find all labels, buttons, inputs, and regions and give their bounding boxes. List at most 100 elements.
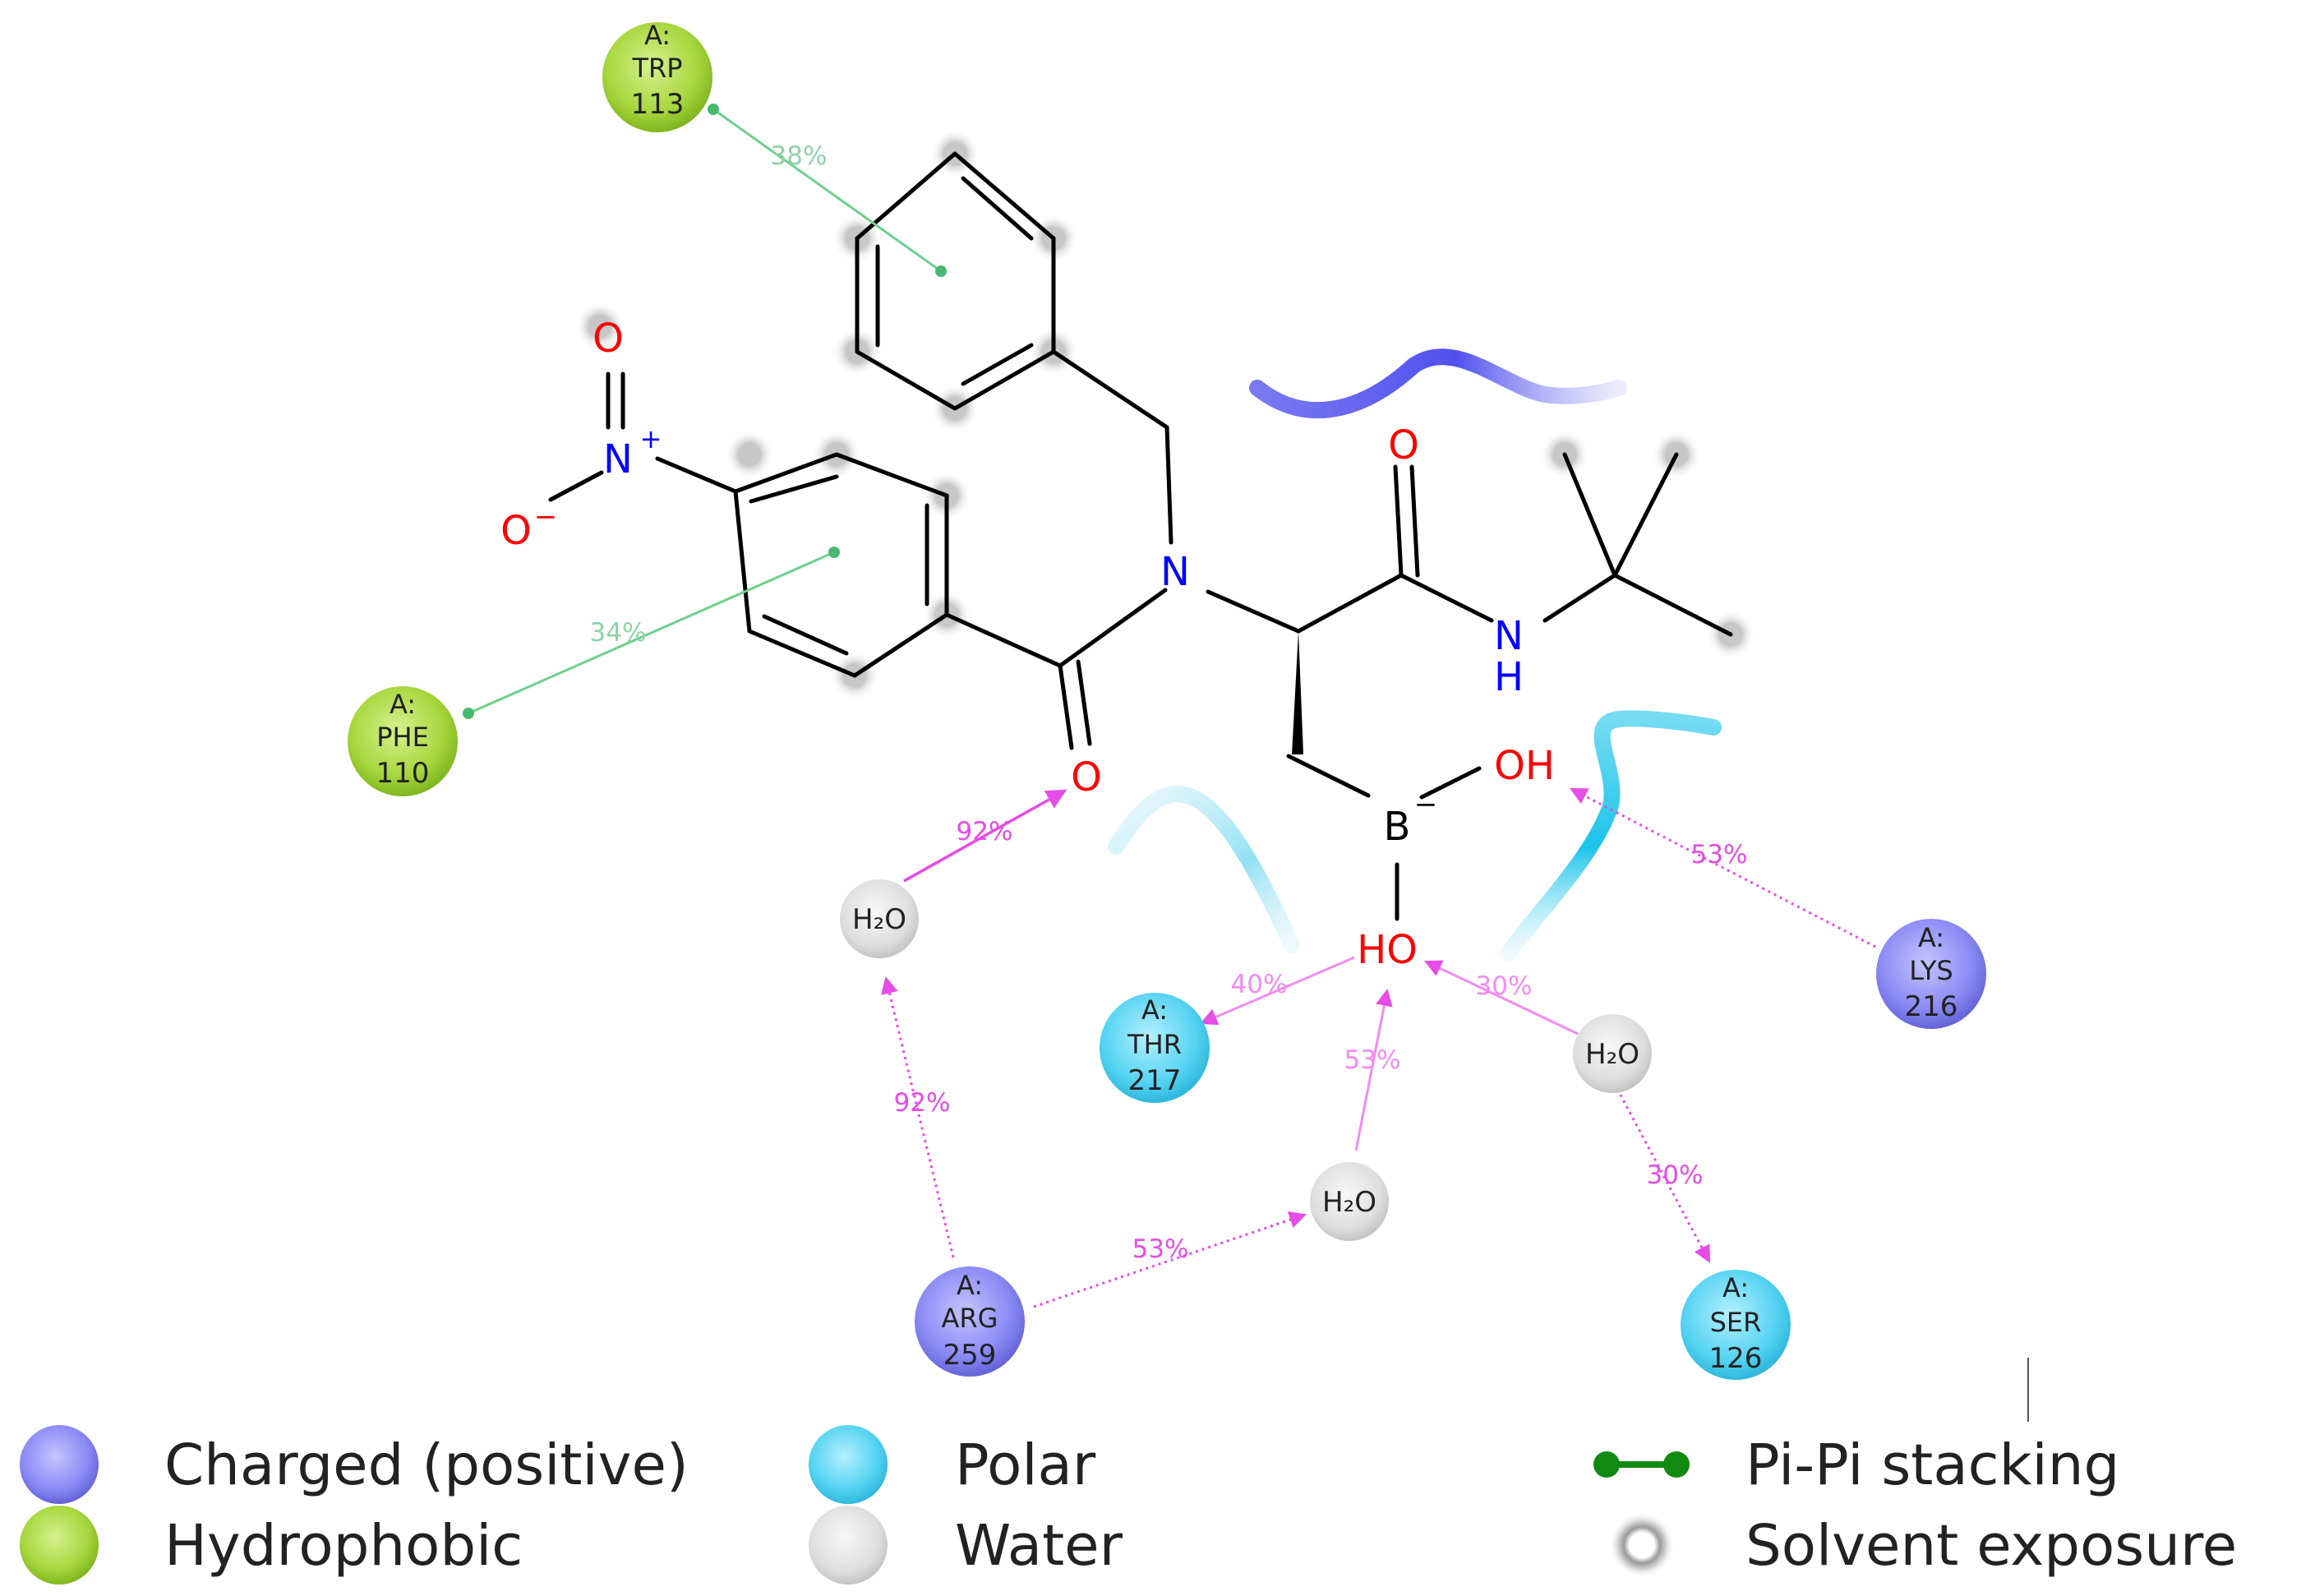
interaction-labels: 38% 34% 92% 92% 53% 53% 40% 30% 30% 53% bbox=[590, 141, 1748, 1264]
water-w2: H₂O bbox=[1310, 1162, 1389, 1241]
legend-item-water: Water bbox=[809, 1506, 1123, 1584]
legend-label: Hydrophobic bbox=[164, 1513, 523, 1579]
label-w3-ser126: 30% bbox=[1647, 1160, 1704, 1190]
label-lys216-OH: 53% bbox=[1691, 840, 1748, 869]
residue-arg259: A: ARG 259 bbox=[915, 1266, 1025, 1377]
legend-swatch-hydrophobic bbox=[20, 1506, 99, 1584]
hbond-arg259-w1 bbox=[881, 976, 955, 1258]
water-label: H₂O bbox=[1585, 1038, 1639, 1071]
atom-nitro-o-top: O bbox=[593, 316, 624, 362]
atom-amine-n: N bbox=[1160, 549, 1190, 595]
residue-number: 259 bbox=[943, 1339, 997, 1372]
hbond-arg259-w2 bbox=[1033, 1211, 1307, 1308]
hbond-lys216-OH bbox=[1570, 787, 1876, 948]
residue-number: 113 bbox=[631, 88, 685, 121]
legend-item-charged: Charged (positive) bbox=[20, 1425, 689, 1504]
water-w1: H₂O bbox=[840, 879, 919, 958]
legend-item-hydrophobic: Hydrophobic bbox=[20, 1506, 523, 1584]
atom-nitro-n-charge: + bbox=[640, 423, 662, 454]
residue-circle bbox=[602, 22, 712, 132]
hbond-w3-HO bbox=[1424, 960, 1579, 1036]
residue-name: SER bbox=[1710, 1307, 1762, 1338]
legend-item-polar: Polar bbox=[809, 1425, 1096, 1504]
water-circle bbox=[1573, 1014, 1652, 1093]
residue-chain: A: bbox=[1141, 994, 1168, 1026]
atom-nitro-o-charge: − bbox=[534, 500, 558, 533]
hbond-w2-HO bbox=[1354, 988, 1393, 1151]
water-circle bbox=[840, 879, 919, 958]
ligand-bonds bbox=[548, 151, 1733, 921]
residue-circle bbox=[348, 686, 458, 796]
legend-swatch-pipi-dot bbox=[1663, 1451, 1690, 1478]
legend-item-solvent: Solvent exposure bbox=[1609, 1512, 2237, 1579]
atom-amide-nh-h: H bbox=[1494, 654, 1524, 700]
atom-nitro-o-minus: O bbox=[500, 508, 532, 554]
atom-boron-oh-right: OH bbox=[1494, 743, 1555, 789]
residue-number: 126 bbox=[1709, 1342, 1763, 1375]
stereo-wedge-bond bbox=[1292, 631, 1303, 754]
residue-trp113: A: TRP 113 bbox=[602, 20, 712, 132]
interaction-lines bbox=[463, 104, 1876, 1308]
polar-pocket-ribbon-left bbox=[1108, 786, 1300, 953]
water-label: H₂O bbox=[1322, 1186, 1376, 1219]
solvent-halo bbox=[725, 430, 774, 479]
residue-chain: A: bbox=[1722, 1272, 1749, 1303]
label-w2-HO: 53% bbox=[1344, 1045, 1401, 1075]
label-HO-thr217: 40% bbox=[1231, 970, 1288, 999]
legend-item-pipi: Pi-Pi stacking bbox=[1593, 1432, 2119, 1498]
water-label: H₂O bbox=[852, 903, 906, 936]
residue-number: 110 bbox=[376, 757, 430, 790]
solvent-exposure-halos bbox=[575, 129, 1755, 700]
label-arg259-w1: 92% bbox=[894, 1088, 951, 1118]
residue-phe110: A: PHE 110 bbox=[348, 686, 458, 796]
residue-thr217: A: THR 217 bbox=[1100, 993, 1210, 1103]
label-w1-amideO: 92% bbox=[957, 817, 1013, 846]
residue-name: TRP bbox=[631, 53, 682, 84]
residue-name: THR bbox=[1127, 1029, 1182, 1060]
water-circle bbox=[1310, 1162, 1389, 1241]
atom-boron-charge: − bbox=[1414, 788, 1438, 821]
residue-circle bbox=[1876, 919, 1986, 1029]
pipi-line-trp113 bbox=[712, 108, 942, 273]
pipi-end-dot bbox=[935, 265, 947, 277]
legend: Charged (positive) Hydrophobic Polar Wat… bbox=[20, 1425, 2237, 1584]
hbond-HO-thr217 bbox=[1200, 956, 1355, 1026]
legend-label: Charged (positive) bbox=[164, 1432, 689, 1498]
atom-nitro-n: N bbox=[603, 436, 633, 482]
atom-carbonyl-o: O bbox=[1388, 422, 1419, 468]
legend-swatch-water bbox=[809, 1506, 888, 1584]
residue-chain: A: bbox=[390, 689, 416, 720]
solvent-halo bbox=[575, 302, 625, 351]
label-arg259-w2: 53% bbox=[1132, 1234, 1189, 1264]
residue-number: 217 bbox=[1128, 1064, 1182, 1097]
residue-ser126: A: SER 126 bbox=[1681, 1270, 1791, 1380]
charged-pocket-ribbon bbox=[1249, 348, 1627, 419]
residue-circle bbox=[915, 1266, 1025, 1377]
legend-label: Water bbox=[955, 1513, 1123, 1579]
polar-pocket-ribbon-right bbox=[1500, 710, 1722, 962]
legend-swatch-charged bbox=[20, 1425, 99, 1504]
atom-amide-nh-n: N bbox=[1494, 613, 1524, 659]
residue-circle bbox=[1681, 1270, 1791, 1380]
label-phe110-pipi: 34% bbox=[590, 618, 647, 648]
residue-chain: A: bbox=[1918, 922, 1944, 953]
residue-name: PHE bbox=[376, 722, 429, 753]
label-w3-HO: 30% bbox=[1476, 971, 1533, 1001]
pipi-line-phe110 bbox=[468, 551, 835, 715]
pocket-ribbons bbox=[1108, 348, 1722, 962]
residue-chain: A: bbox=[644, 20, 671, 51]
hbond-w1-amideO bbox=[903, 789, 1067, 883]
pipi-end-dot bbox=[828, 547, 840, 558]
residue-circle bbox=[1100, 993, 1210, 1103]
residue-lys216: A: LYS 216 bbox=[1876, 919, 1986, 1029]
residue-name: ARG bbox=[942, 1303, 998, 1334]
legend-swatch-pipi-dot bbox=[1593, 1451, 1620, 1478]
pipi-end-dot bbox=[463, 708, 474, 719]
legend-label: Solvent exposure bbox=[1745, 1513, 2237, 1579]
residue-number: 216 bbox=[1905, 990, 1958, 1023]
pipi-end-dot bbox=[708, 104, 719, 115]
legend-label: Pi-Pi stacking bbox=[1745, 1432, 2119, 1498]
water-w3: H₂O bbox=[1573, 1014, 1652, 1093]
label-trp113-pipi: 38% bbox=[771, 141, 828, 171]
